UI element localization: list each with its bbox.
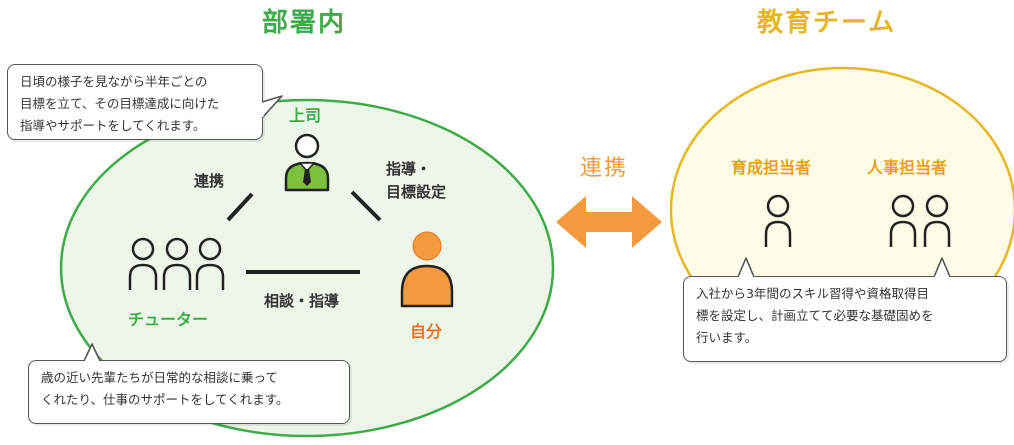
department-ellipse — [59, 98, 555, 438]
training-role-label: 育成担当者 — [731, 158, 812, 177]
self-person-icon — [400, 231, 454, 308]
boss-person-icon — [284, 133, 330, 192]
tutor-speech-bubble: 歳の近い先輩たちが日常的な相談に乗って くれたり、仕事のサポートをしてくれます。 — [28, 360, 350, 424]
person-outline-icon — [764, 194, 792, 247]
education-team-title: 教育チーム — [757, 8, 897, 38]
self-label: 自分 — [410, 322, 443, 341]
tutor-label: チューター — [128, 310, 209, 329]
hr-role-label: 人事担当者 — [867, 158, 948, 177]
boss-label: 上司 — [289, 106, 322, 125]
tutor-group-icon — [128, 237, 225, 290]
relation-tutor-self-label: 相談・指導 — [264, 292, 340, 310]
education-bubble-text: 入社から3年間のスキル習得や資格取得目 標を設定し、計画立てて必要な基礎固めを … — [696, 286, 934, 345]
relation-boss-self-label: 指導・ 目標設定 — [386, 160, 447, 202]
double-arrow-icon — [556, 196, 662, 248]
two-people-outline-icon — [889, 194, 951, 247]
link-label: 連携 — [580, 156, 629, 181]
tutor-bubble-text: 歳の近い先輩たちが日常的な相談に乗って くれたり、仕事のサポートをしてくれます。 — [41, 370, 289, 407]
line-boss-self — [350, 190, 382, 222]
line-boss-tutor — [226, 192, 254, 222]
boss-speech-bubble: 日頃の様子を見ながら半年ごとの 目標を立て、その目標達成に向けた 指導やサポート… — [7, 64, 263, 140]
department-title: 部署内 — [262, 8, 347, 38]
boss-bubble-text: 日頃の様子を見ながら半年ごとの 目標を立て、その目標達成に向けた 指導やサポート… — [20, 74, 220, 133]
relation-boss-tutor-label: 連携 — [194, 172, 225, 190]
education-speech-bubble: 入社から3年間のスキル習得や資格取得目 標を設定し、計画立てて必要な基礎固めを … — [683, 276, 1007, 362]
